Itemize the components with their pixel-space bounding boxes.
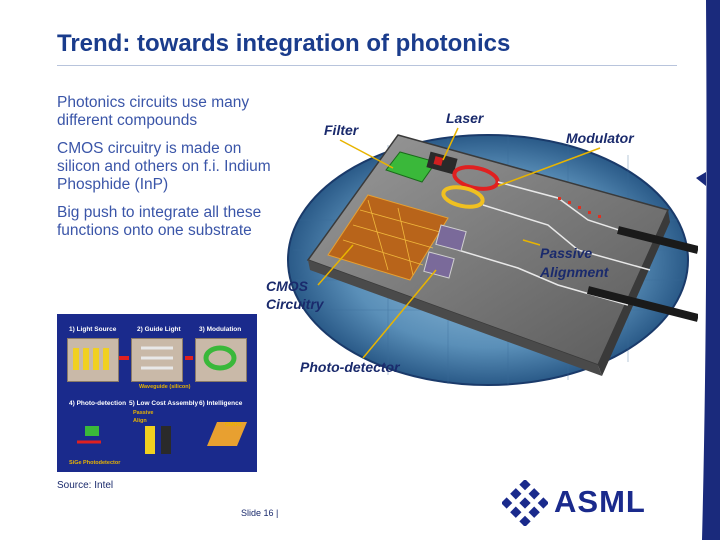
label-circuitry: Circuitry (266, 296, 324, 312)
label-filter: Filter (324, 122, 359, 138)
bullet-integration: Big push to integrate all these function… (57, 204, 262, 239)
inset-step-light-source: 1) Light Source (69, 326, 117, 333)
photonics-steps-inset: 1) Light Source 2) Guide Light 3) Modula… (57, 314, 257, 472)
inset-step-low-cost-assembly: 5) Low Cost Assembly (129, 400, 199, 407)
cmos-circuitry-block (327, 194, 449, 281)
label-alignment: Alignment (540, 264, 609, 280)
label-modulator: Modulator (566, 130, 634, 146)
optical-fiber-top (617, 226, 698, 254)
inset-waveguide-label: Waveguide (silicon) (139, 384, 191, 390)
photodetector-1 (435, 224, 467, 252)
label-laser: Laser (446, 110, 484, 126)
bullet-compounds: Photonics circuits use many different co… (57, 94, 250, 129)
inset-step-intelligence: 6) Intelligence (199, 400, 243, 407)
modulator-ring-yellow (441, 185, 485, 209)
inset-step-modulation: 3) Modulation (199, 326, 242, 333)
modulator-ring-red (452, 165, 500, 191)
inset-step-photo-detection: 4) Photo-detection (69, 400, 127, 407)
optical-fiber-bottom (587, 286, 698, 322)
title-divider (57, 65, 677, 66)
slide-edge-bar (696, 0, 720, 540)
label-photo-detector: Photo-detector (300, 359, 400, 375)
asml-logo-text: ASML (554, 484, 646, 519)
inset-sige-label: SiGe Photodetector (69, 460, 121, 466)
inset-passive-label: Passive (133, 410, 154, 416)
inset-cell-guide-light (131, 338, 183, 382)
inset-graphics (73, 345, 247, 454)
slide-title: Trend: towards integration of photonics (57, 30, 511, 57)
bullet-cmos: CMOS circuitry is made on silicon and ot… (57, 140, 271, 193)
inset-cell-modulation (195, 338, 247, 382)
inset-cmos-label: CMOS (225, 422, 242, 428)
inset-step-guide-light: 2) Guide Light (137, 326, 181, 333)
slide-number: Slide 16 | (241, 508, 279, 518)
photodetector-2 (423, 251, 455, 279)
asml-logo: ASML (502, 480, 662, 526)
source-note: Source: Intel (57, 480, 114, 491)
inset-align-label: Align (133, 418, 147, 424)
label-passive: Passive (540, 245, 593, 261)
integrated-photonics-chip-figure (287, 127, 698, 386)
asml-logo-mark-icon (502, 480, 548, 526)
label-cmos: CMOS (266, 278, 308, 294)
